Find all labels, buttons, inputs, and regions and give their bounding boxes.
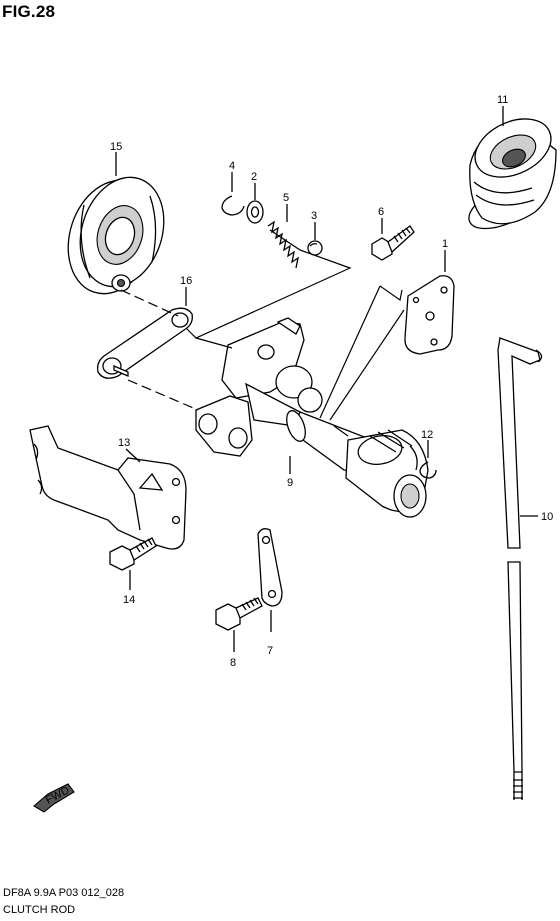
callout-3: 3 bbox=[311, 210, 317, 222]
part-10-clutch-rod[interactable] bbox=[497, 337, 543, 800]
part-12-clip[interactable] bbox=[419, 461, 437, 479]
part-15-pulley[interactable] bbox=[54, 166, 177, 305]
callout-2: 2 bbox=[251, 171, 257, 183]
part-4-circlip[interactable] bbox=[221, 195, 245, 216]
fwd-label: FWD bbox=[44, 784, 72, 806]
model-code: DF8A 9.9A P03 012_028 bbox=[3, 887, 125, 899]
part-11-grommet[interactable] bbox=[462, 108, 560, 239]
fwd-arrow: FWD bbox=[33, 783, 75, 813]
part-6-bolt[interactable] bbox=[371, 225, 415, 261]
part-5-spring[interactable] bbox=[267, 220, 301, 269]
part-3-ball[interactable] bbox=[307, 240, 323, 256]
part-16-link-arm[interactable] bbox=[96, 307, 193, 379]
callout-9: 9 bbox=[287, 477, 293, 489]
callout-16: 16 bbox=[180, 275, 192, 287]
part-9-clutch-shaft[interactable] bbox=[195, 317, 429, 518]
callout-10: 10 bbox=[541, 511, 553, 523]
callout-1: 1 bbox=[442, 238, 448, 250]
part-1-plate[interactable] bbox=[404, 275, 455, 355]
part-14-bolt[interactable] bbox=[109, 537, 157, 571]
callout-5: 5 bbox=[283, 192, 289, 204]
callout-6: 6 bbox=[378, 206, 384, 218]
part-13-bracket[interactable] bbox=[29, 425, 187, 550]
callout-15: 15 bbox=[110, 141, 122, 153]
callout-12: 12 bbox=[421, 429, 433, 441]
figure-subtitle: CLUTCH ROD bbox=[3, 904, 76, 916]
callout-11: 11 bbox=[497, 94, 508, 106]
part-2-washer[interactable] bbox=[246, 200, 264, 224]
part-8-bolt[interactable] bbox=[215, 597, 263, 631]
callout-14: 14 bbox=[123, 594, 135, 606]
callout-4: 4 bbox=[229, 160, 235, 172]
callout-8: 8 bbox=[230, 657, 236, 669]
callout-13: 13 bbox=[118, 437, 130, 449]
part-7-plate[interactable] bbox=[257, 528, 283, 607]
callout-7: 7 bbox=[267, 645, 273, 657]
figure-title: FIG.28 bbox=[2, 2, 56, 21]
assembly-reference-lines bbox=[120, 249, 405, 437]
